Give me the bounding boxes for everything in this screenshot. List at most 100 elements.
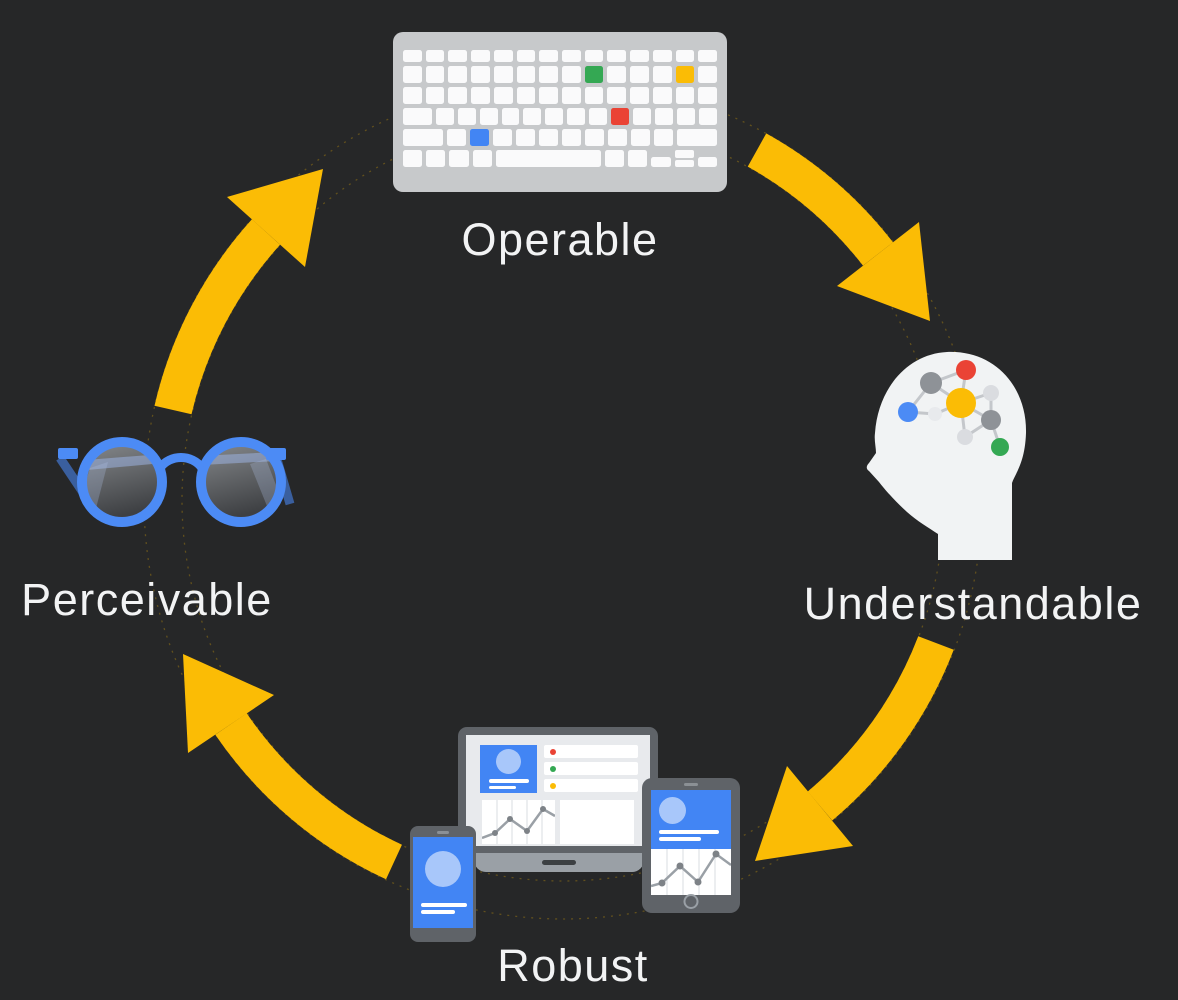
list-item xyxy=(544,779,638,792)
keyboard-key xyxy=(403,50,422,62)
keyboard-key xyxy=(630,87,649,104)
keyboard-key xyxy=(674,150,694,167)
keyboard-key xyxy=(652,50,672,62)
keyboard-key xyxy=(589,108,608,125)
keyboard-key xyxy=(403,66,422,83)
keyboard-key xyxy=(633,108,652,125)
keyboard-key xyxy=(493,87,513,104)
right-frame xyxy=(196,437,286,527)
bridge xyxy=(156,453,206,472)
keyboard-key xyxy=(584,87,604,104)
keyboard-key xyxy=(539,66,559,83)
keyboard-key xyxy=(562,87,581,104)
keyboard-key xyxy=(425,50,445,62)
keyboard-key xyxy=(567,108,586,125)
keyboard-key xyxy=(605,150,625,167)
keyboard-key xyxy=(472,150,492,167)
keyboard-key xyxy=(562,50,581,62)
keyboard-key xyxy=(493,66,513,83)
right-endpiece xyxy=(266,448,286,460)
yellow-bullet-icon xyxy=(550,782,556,789)
speaker-icon xyxy=(684,783,698,786)
node-label-understandable: Understandable xyxy=(803,578,1143,629)
keyboard-key-highlighted xyxy=(611,108,630,125)
keyboard-key xyxy=(584,50,604,62)
left-frame xyxy=(77,437,167,527)
keyboard-key xyxy=(425,66,445,83)
keyboard-key-highlighted xyxy=(584,66,604,83)
keyboard-key xyxy=(448,66,468,83)
keyboard-key xyxy=(403,129,443,146)
arrow-operable-to-understandable-icon xyxy=(747,133,930,321)
list-item xyxy=(544,762,638,775)
keyboard-key-highlighted xyxy=(469,129,489,146)
avatar xyxy=(659,797,686,824)
keyboard-key xyxy=(523,108,542,125)
laptop-notch xyxy=(542,860,576,865)
line-chart-icon xyxy=(651,849,731,895)
laptop-screen-content xyxy=(466,735,650,846)
keyboard-key xyxy=(449,150,469,167)
tablet-header xyxy=(651,790,731,849)
keyboard-key xyxy=(562,129,582,146)
keyboard-key xyxy=(607,87,627,104)
phone-icon xyxy=(410,826,476,942)
keyboard-key xyxy=(479,108,498,125)
keyboard-key xyxy=(607,66,627,83)
node-label-operable: Operable xyxy=(461,214,659,265)
keyboard-key xyxy=(651,157,671,167)
keyboard-key xyxy=(628,150,648,167)
line-chart-panel xyxy=(482,800,555,844)
keyboard-key xyxy=(677,108,695,125)
keyboard-key xyxy=(631,129,651,146)
phone-screen xyxy=(413,837,473,928)
keyboard-key xyxy=(403,108,432,125)
avatar xyxy=(425,851,461,887)
keyboard-key xyxy=(516,66,536,83)
keyboard-key xyxy=(698,108,717,125)
keyboard-key xyxy=(446,129,466,146)
keyboard-key xyxy=(652,87,672,104)
tablet-chart-panel xyxy=(651,849,731,895)
keyboard-key xyxy=(471,50,490,62)
keyboard-key xyxy=(697,157,717,167)
keyboard-key xyxy=(655,108,674,125)
keyboard-key xyxy=(539,50,559,62)
keyboard-key xyxy=(608,129,628,146)
keyboard-key xyxy=(501,108,520,125)
keyboard-key xyxy=(403,87,422,104)
keyboard-row xyxy=(403,87,718,104)
keyboard-key xyxy=(630,50,649,62)
laptop-base xyxy=(474,853,644,872)
keyboard-key xyxy=(698,66,718,83)
keyboard-key-highlighted xyxy=(675,66,695,83)
avatar xyxy=(496,749,521,774)
keyboard-key xyxy=(562,66,581,83)
keyboard-key xyxy=(426,150,446,167)
keyboard-key xyxy=(675,50,695,62)
keyboard-key xyxy=(493,50,513,62)
keyboard-key xyxy=(652,66,672,83)
tablet-icon xyxy=(642,778,740,913)
keyboard-row xyxy=(403,66,718,83)
arrow-perceivable-to-operable-icon xyxy=(154,169,323,415)
keyboard-key xyxy=(435,108,454,125)
keyboard-row xyxy=(403,108,717,125)
arrow-robust-to-perceivable-icon xyxy=(183,654,403,880)
keyboard-key xyxy=(495,150,602,167)
keyboard-icon xyxy=(393,32,727,192)
glasses-icon xyxy=(56,437,295,527)
keyboard-row xyxy=(403,150,717,167)
keyboard-key xyxy=(448,87,468,104)
keyboard-key xyxy=(630,66,649,83)
red-bullet-icon xyxy=(550,748,556,755)
keyboard-key xyxy=(545,108,564,125)
keyboard-key xyxy=(471,66,490,83)
keyboard-key xyxy=(425,87,445,104)
keyboard-key xyxy=(585,129,605,146)
left-endpiece xyxy=(58,448,78,459)
keyboard-key xyxy=(539,87,559,104)
line-chart-icon xyxy=(482,800,555,844)
